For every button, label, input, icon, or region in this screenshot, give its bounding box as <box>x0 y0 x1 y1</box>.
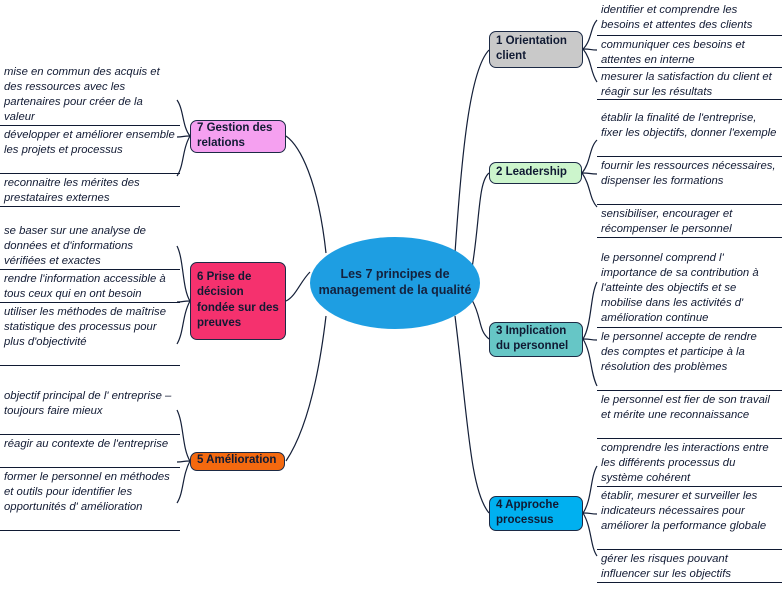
subitem-prise-decision-2[interactable]: rendre l'information accessible à tous c… <box>0 272 180 302</box>
subitem-text: se baser sur une analyse de données et d… <box>4 225 146 268</box>
branch-node-leadership[interactable]: 2 Leadership <box>489 162 582 184</box>
subitem-approche-3[interactable]: gérer les risques pouvant influencer sur… <box>597 552 782 582</box>
subitem-leadership-2[interactable]: fournir les ressources nécessaires, disp… <box>597 159 782 189</box>
branch-label-leadership: 2 Leadership <box>496 165 567 178</box>
subitem-text: le personnel accepte de rendre des compt… <box>601 331 757 374</box>
subitem-orientation-client-3[interactable]: mesurer la satisfaction du client et réa… <box>597 70 782 100</box>
subitem-rule <box>0 302 180 303</box>
branch-node-approche-processus[interactable]: 4 Approche processus <box>489 496 583 531</box>
subitem-rule <box>0 206 180 207</box>
branch-label-orientation-client: 1 Orientation client <box>496 34 567 62</box>
subitem-rule <box>597 486 782 487</box>
branch-node-orientation-client[interactable]: 1 Orientation client <box>489 31 583 68</box>
subitem-text: former le personnel en méthodes et outil… <box>4 471 170 514</box>
subitem-text: développer et améliorer ensemble les pro… <box>4 129 175 157</box>
subitem-text: établir, mesurer et surveiller les indic… <box>601 490 767 533</box>
subitem-orientation-client-2[interactable]: communiquer ces besoins et attentes en i… <box>597 38 782 68</box>
subitem-rule <box>597 549 782 550</box>
subitem-text: communiquer ces besoins et attentes en i… <box>601 39 745 67</box>
subitem-text: le personnel comprend l' importance de s… <box>601 252 759 325</box>
subitem-text: comprendre les interactions entre les di… <box>601 442 769 485</box>
branch-node-gestion-des-relations[interactable]: 7 Gestion des relations <box>190 120 286 153</box>
branch-node-implication-du-personnel[interactable]: 3 Implication du personnel <box>489 322 583 357</box>
subitem-leadership-3[interactable]: sensibiliser, encourager et récompenser … <box>597 207 782 237</box>
subitem-rule <box>0 434 180 435</box>
subitem-orientation-client-1[interactable]: identifier et comprendre les besoins et … <box>597 3 782 33</box>
subitem-implication-3[interactable]: le personnel est fier de son travail et … <box>597 393 782 423</box>
subitem-rule <box>597 582 782 583</box>
subitem-text: mise en commun des acquis et des ressour… <box>4 66 160 124</box>
subitem-rule <box>597 204 782 205</box>
subitem-approche-1[interactable]: comprendre les interactions entre les di… <box>597 441 782 486</box>
subitem-leadership-1[interactable]: établir la finalité de l'entreprise, fix… <box>597 111 782 141</box>
subitem-rule <box>597 156 782 157</box>
branch-label-gestion-des-relations: 7 Gestion des relations <box>197 121 273 149</box>
subitem-text: gérer les risques pouvant influencer sur… <box>601 553 731 581</box>
branch-node-amelioration[interactable]: 5 Amélioration <box>190 452 285 471</box>
subitem-amelioration-1[interactable]: objectif principal de l' entreprise – to… <box>0 389 180 419</box>
subitem-text: identifier et comprendre les besoins et … <box>601 4 753 32</box>
subitem-rule <box>0 530 180 531</box>
subitem-rule <box>597 327 782 328</box>
subitem-amelioration-3[interactable]: former le personnel en méthodes et outil… <box>0 470 180 515</box>
subitem-text: utiliser les méthodes de maîtrise statis… <box>4 306 166 349</box>
branch-label-approche-processus: 4 Approche processus <box>496 498 559 526</box>
subitem-rule <box>597 35 782 36</box>
branch-label-prise-de-decision: 6 Prise de décision fondée sur des preuv… <box>197 271 279 329</box>
subitem-text: réagir au contexte de l'entreprise <box>4 438 169 450</box>
subitem-gestion-1[interactable]: mise en commun des acquis et des ressour… <box>0 65 180 125</box>
subitem-rule <box>597 67 782 68</box>
subitem-text: sensibiliser, encourager et récompenser … <box>601 208 733 236</box>
subitem-text: rendre l'information accessible à tous c… <box>4 273 166 301</box>
subitem-gestion-2[interactable]: développer et améliorer ensemble les pro… <box>0 128 180 158</box>
branch-label-amelioration: 5 Amélioration <box>197 454 277 467</box>
subitem-text: objectif principal de l' entreprise – to… <box>4 390 172 418</box>
center-node[interactable]: Les 7 principes de management de la qual… <box>310 237 480 329</box>
subitem-text: fournir les ressources nécessaires, disp… <box>601 160 776 188</box>
subitem-text: mesurer la satisfaction du client et réa… <box>601 71 772 99</box>
subitem-implication-1[interactable]: le personnel comprend l' importance de s… <box>597 251 782 326</box>
subitem-rule <box>0 125 180 126</box>
center-node-label: Les 7 principes de management de la qual… <box>318 267 472 297</box>
branch-node-prise-de-decision[interactable]: 6 Prise de décision fondée sur des preuv… <box>190 262 286 340</box>
subitem-rule <box>0 365 180 366</box>
subitem-prise-decision-1[interactable]: se baser sur une analyse de données et d… <box>0 224 180 269</box>
subitem-text: le personnel est fier de son travail et … <box>601 394 770 422</box>
subitem-approche-2[interactable]: établir, mesurer et surveiller les indic… <box>597 489 782 534</box>
subitem-rule <box>0 269 180 270</box>
subitem-rule <box>0 467 180 468</box>
subitem-prise-decision-3[interactable]: utiliser les méthodes de maîtrise statis… <box>0 305 180 350</box>
subitem-implication-2[interactable]: le personnel accepte de rendre des compt… <box>597 330 782 375</box>
subitem-text: établir la finalité de l'entreprise, fix… <box>601 112 777 140</box>
subitem-rule <box>0 173 180 174</box>
subitem-gestion-3[interactable]: reconnaitre les mérites des prestataires… <box>0 176 180 206</box>
subitem-text: reconnaitre les mérites des prestataires… <box>4 177 140 205</box>
subitem-rule <box>597 438 782 439</box>
subitem-rule <box>597 99 782 100</box>
subitem-amelioration-2[interactable]: réagir au contexte de l'entreprise <box>0 437 180 452</box>
subitem-rule <box>597 237 782 238</box>
subitem-rule <box>597 390 782 391</box>
branch-label-implication-du-personnel: 3 Implication du personnel <box>496 324 569 352</box>
